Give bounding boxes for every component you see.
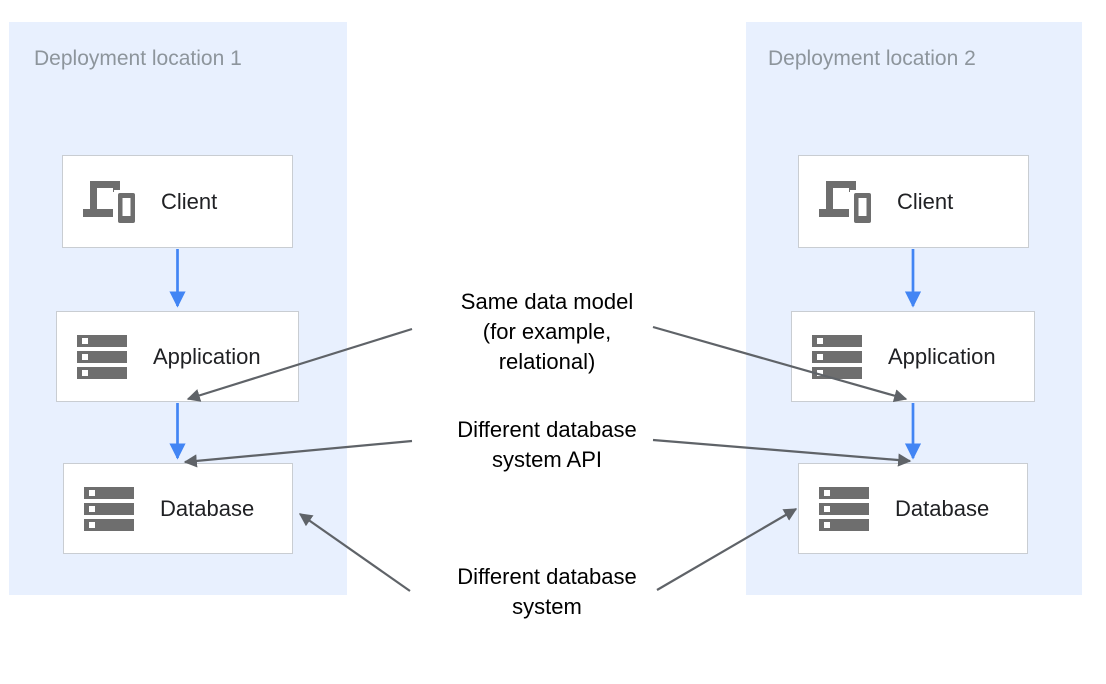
annotation-line: Same data model [460, 289, 634, 314]
node-application-2: Application [791, 311, 1035, 402]
annotation-line: system [512, 594, 582, 619]
node-label: Database [895, 495, 990, 521]
devices-icon [83, 180, 135, 225]
storage-icon [819, 486, 869, 531]
node-label: Client [897, 188, 954, 214]
node-label: Application [153, 343, 261, 369]
annotation-line: relational) [498, 349, 596, 374]
storage-icon [77, 334, 127, 379]
node-client-1: Client [62, 155, 293, 248]
annotation-line: Different database [457, 417, 637, 442]
annotation-different-db-api: Different database system API [407, 415, 687, 475]
panel-title-2: Deployment location 2 [768, 47, 976, 70]
annotation-line: Different database [457, 564, 637, 589]
node-client-2: Client [798, 155, 1029, 248]
annotation-different-db-system: Different database system [407, 562, 687, 622]
devices-icon [819, 180, 871, 225]
annotation-line: system API [491, 447, 603, 472]
node-application-1: Application [56, 311, 299, 402]
node-label: Database [160, 495, 255, 521]
node-database-2: Database [798, 463, 1028, 554]
storage-icon [812, 334, 862, 379]
annotation-line: (for example, [482, 319, 612, 344]
annotation-same-data-model: Same data model (for example, relational… [407, 287, 687, 377]
node-label: Client [161, 188, 218, 214]
node-database-1: Database [63, 463, 293, 554]
storage-icon [84, 486, 134, 531]
panel-title-1: Deployment location 1 [34, 47, 242, 70]
node-label: Application [888, 343, 996, 369]
